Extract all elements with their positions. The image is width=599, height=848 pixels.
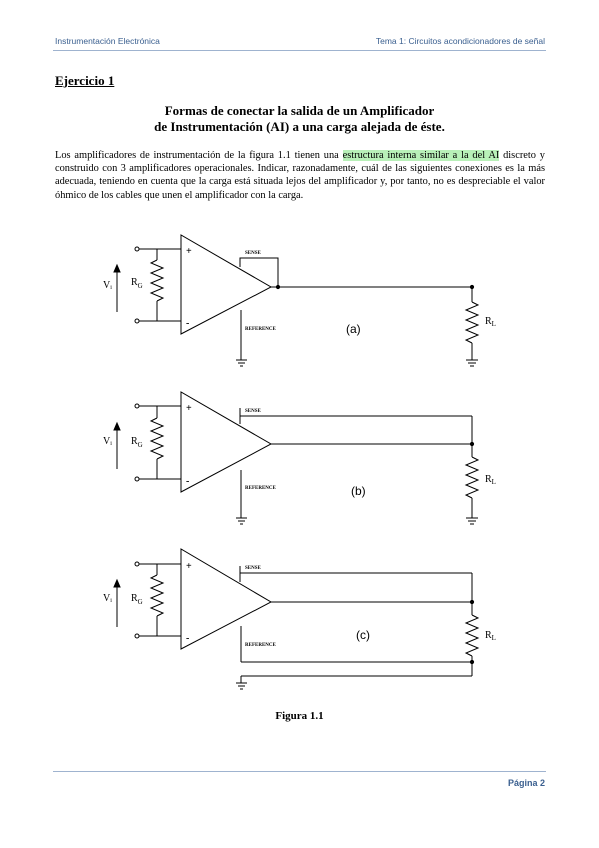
amplifier-triangle-b	[180, 391, 273, 493]
circuit-label-c: (c)	[356, 628, 370, 642]
rl-letter-b: R	[485, 474, 492, 485]
page-number: Página 2	[507, 778, 545, 788]
circuit-a	[113, 234, 480, 367]
heading-line-1: Formas de conectar la salida de un Ampli…	[164, 103, 435, 118]
plus-sign-a: +	[186, 246, 192, 257]
sense-label-b: SENSE	[245, 409, 262, 414]
vi-label-b: Vᵢ	[103, 436, 112, 447]
rl-letter-c: R	[485, 630, 492, 641]
header-divider	[53, 50, 546, 51]
statement-text-continued: discreto y construido con 3 amplificador…	[55, 150, 545, 201]
vi-label-a: Vᵢ	[103, 280, 112, 291]
rg-subscript-a: G	[138, 282, 143, 290]
header-course-title: Instrumentación Electrónica	[55, 36, 160, 46]
rl-label-b: RL	[485, 474, 496, 486]
amplifier-triangle-a	[180, 234, 273, 335]
plus-sign-c: +	[186, 561, 192, 572]
minus-sign-b: -	[186, 476, 189, 487]
rg-label-a: RG	[131, 277, 143, 290]
minus-sign-c: -	[186, 633, 189, 644]
heading-line-2: de Instrumentación (AI) a una carga alej…	[154, 119, 445, 134]
rg-label-b: RG	[131, 436, 143, 449]
circuit-c	[113, 548, 480, 690]
statement-text: Los amplificadores de instrumentación de…	[55, 150, 343, 161]
minus-sign-a: -	[186, 318, 189, 329]
rg-subscript-c: G	[138, 598, 143, 606]
circuit-label-a: (a)	[346, 322, 361, 336]
vi-label-c: Vᵢ	[103, 593, 112, 604]
reference-label-b: REFERENCE	[245, 486, 277, 491]
rl-subscript-b: L	[492, 478, 496, 486]
sense-label-c: SENSE	[245, 566, 262, 571]
rg-label-c: RG	[131, 593, 143, 606]
rl-label-c: RL	[485, 630, 496, 642]
exercise-heading: Formas de conectar la salida de un Ampli…	[55, 103, 544, 135]
rl-subscript-a: L	[492, 320, 496, 328]
circuit-label-b: (b)	[351, 484, 366, 498]
sense-label-a: SENSE	[245, 251, 262, 256]
rg-letter-a: R	[131, 277, 138, 288]
amplifier-triangle-c	[180, 548, 273, 650]
reference-label-a: REFERENCE	[245, 327, 277, 332]
rl-letter-a: R	[485, 316, 492, 327]
rg-letter-c: R	[131, 593, 138, 604]
rl-label-a: RL	[485, 316, 496, 328]
highlighted-text: estructura interna similar a la del AI	[342, 150, 500, 161]
problem-statement: Los amplificadores de instrumentación de…	[55, 149, 545, 202]
header-topic-title: Tema 1: Circuitos acondicionadores de se…	[375, 36, 545, 46]
plus-sign-b: +	[186, 403, 192, 414]
circuit-b	[113, 391, 480, 525]
footer-divider	[53, 771, 546, 772]
rg-letter-b: R	[131, 436, 138, 447]
reference-label-c: REFERENCE	[245, 643, 277, 648]
rl-subscript-c: L	[492, 634, 496, 642]
exercise-title: Ejercicio 1	[55, 73, 115, 88]
rg-subscript-b: G	[138, 441, 143, 449]
figure-caption: Figura 1.1	[275, 710, 324, 722]
